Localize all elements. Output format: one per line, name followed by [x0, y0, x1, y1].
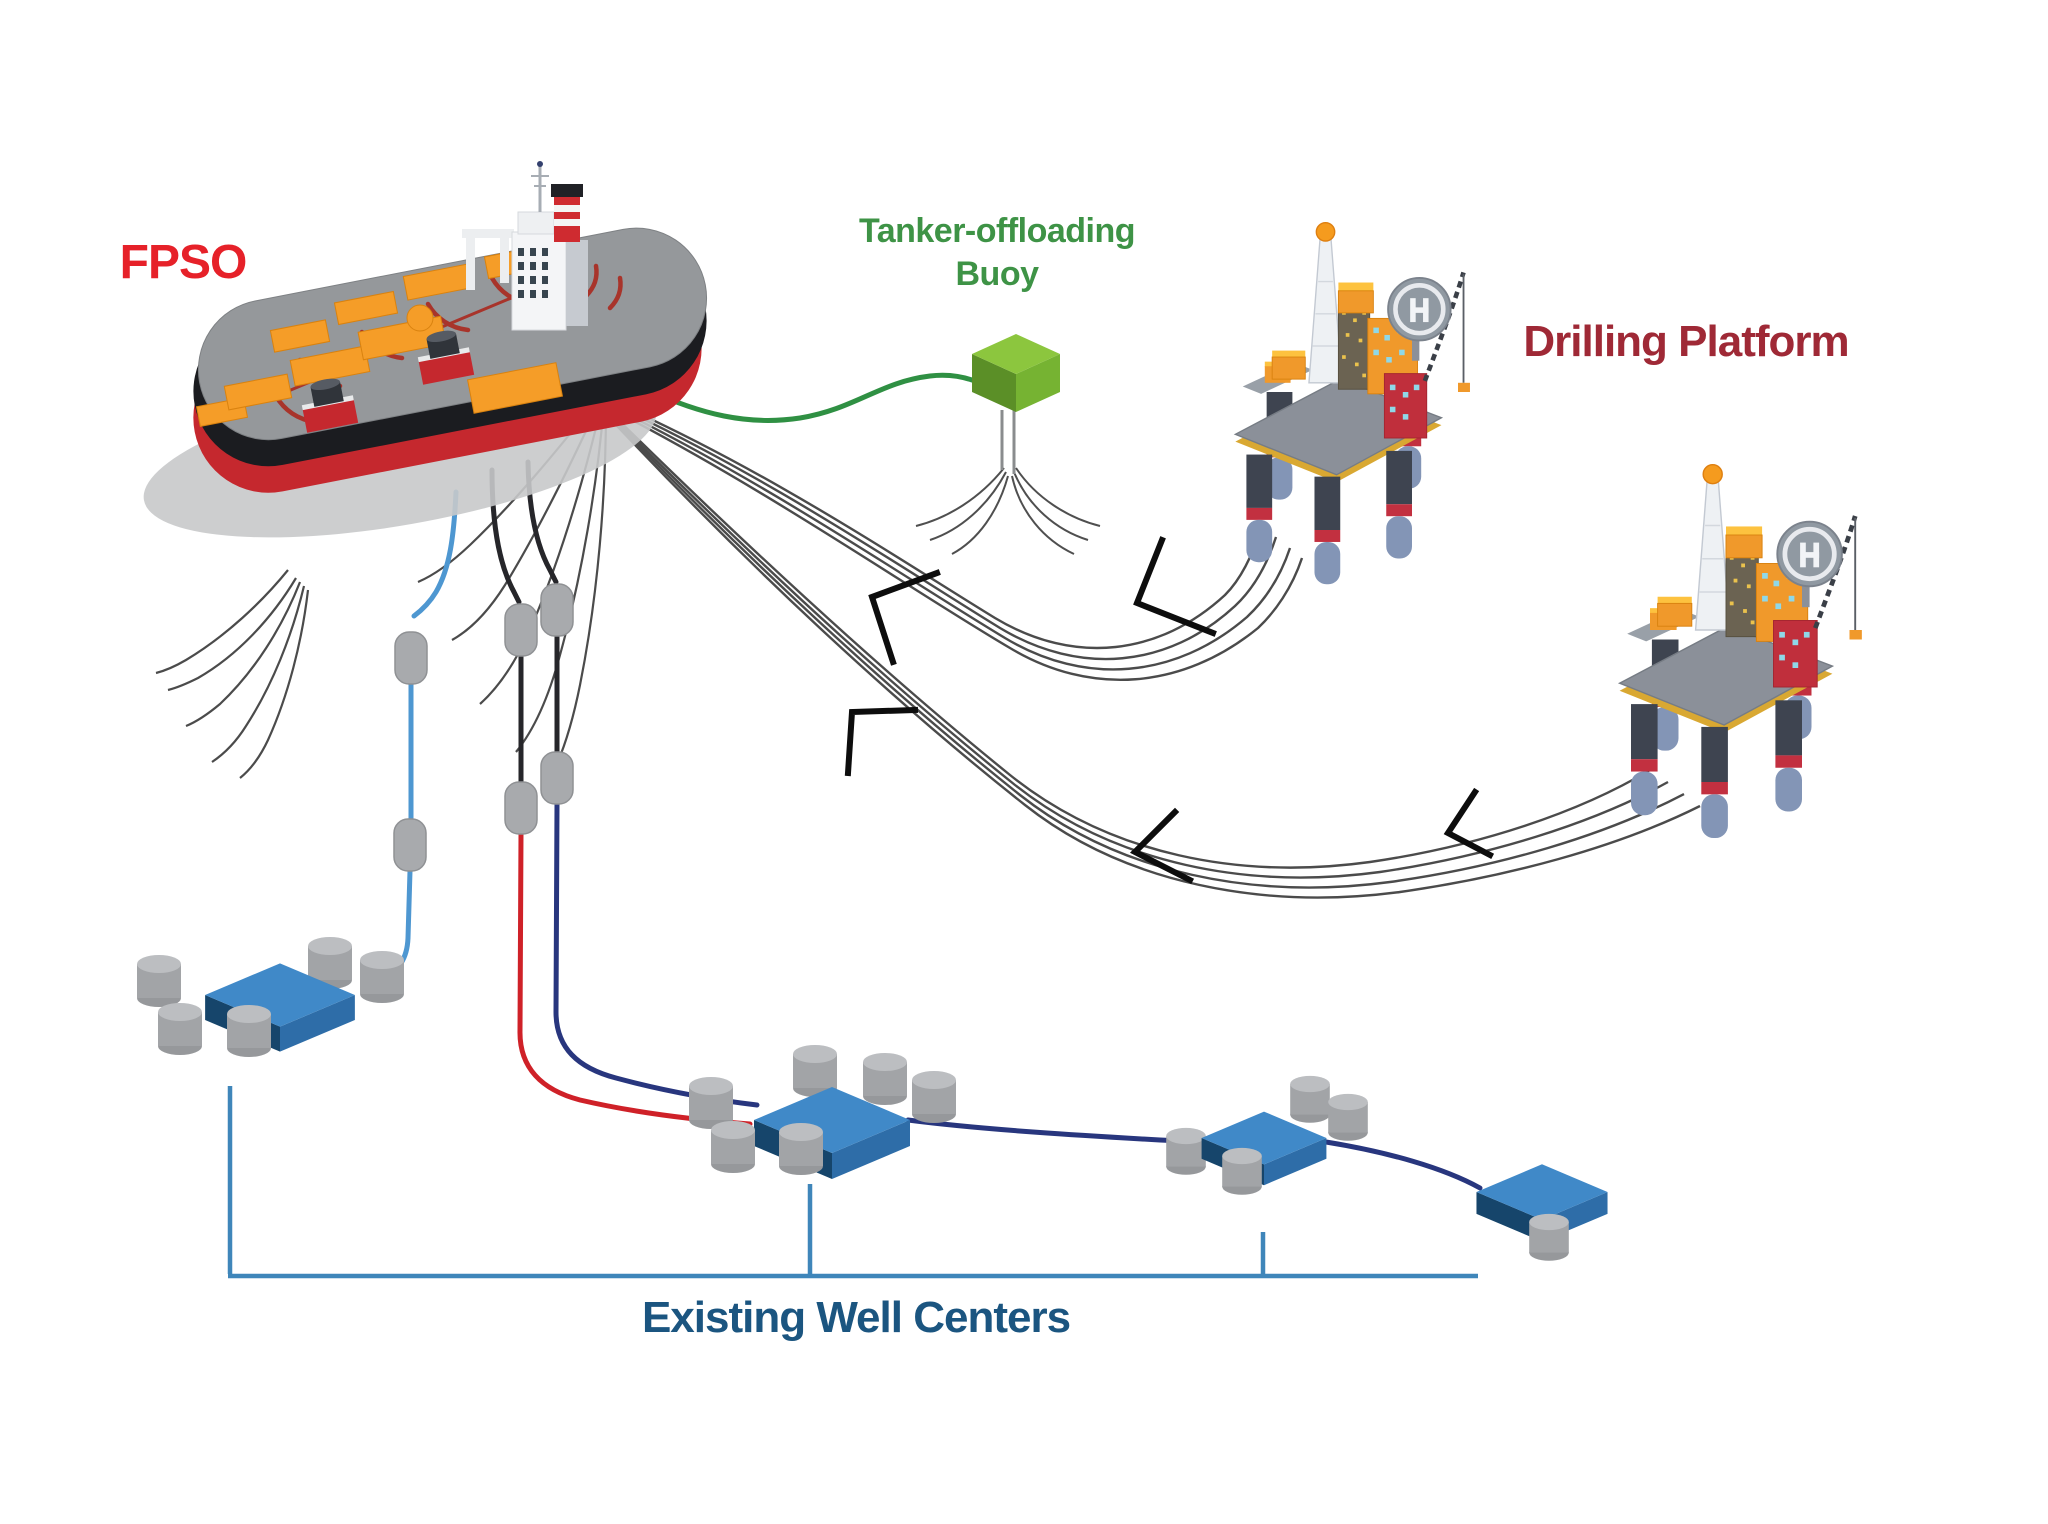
process-skid-2 [301, 378, 359, 433]
well-center-4 [1476, 1164, 1608, 1261]
well-center-3 [1166, 1075, 1368, 1195]
fpso-label: FPSO [120, 236, 247, 289]
buoy-label-line2: Buoy [956, 255, 1040, 293]
buoy-label-line1: Tanker-offloading [859, 212, 1135, 250]
existing-well-centers-label: Existing Well Centers [642, 1293, 1070, 1342]
dome-tank [406, 304, 434, 332]
drilling-platform-label: Drilling Platform [1523, 317, 1848, 366]
process-skid-1 [417, 330, 475, 385]
funnel [551, 184, 583, 242]
arrow-icon [868, 569, 941, 666]
buoy-mooring-tails [915, 467, 1101, 555]
superstructure [462, 161, 588, 331]
mast [531, 166, 549, 212]
bundle-to-platform-1 [599, 394, 1304, 681]
fpso-vessel [143, 161, 708, 538]
well-center-1 [137, 937, 404, 1057]
well-center-2 [689, 1045, 956, 1179]
tanker-offloading-buoy [915, 334, 1101, 555]
flow-direction-arrows [844, 536, 1495, 885]
arrow-icon [1133, 536, 1217, 637]
bundle-to-platform-2 [601, 403, 1701, 899]
well-centers-bracket [227, 1086, 1478, 1279]
riser-buoyancy-modules [393, 583, 574, 872]
drilling-platform-2 [1620, 465, 1862, 838]
arrow-icon [1129, 807, 1195, 885]
buoy-body [972, 334, 1060, 412]
offloading-hose-line [645, 372, 975, 423]
riser-light-blue [380, 489, 459, 979]
arrow-icon [1443, 787, 1495, 860]
arrow-icon [844, 706, 919, 777]
drilling-platform-1 [1235, 223, 1470, 585]
